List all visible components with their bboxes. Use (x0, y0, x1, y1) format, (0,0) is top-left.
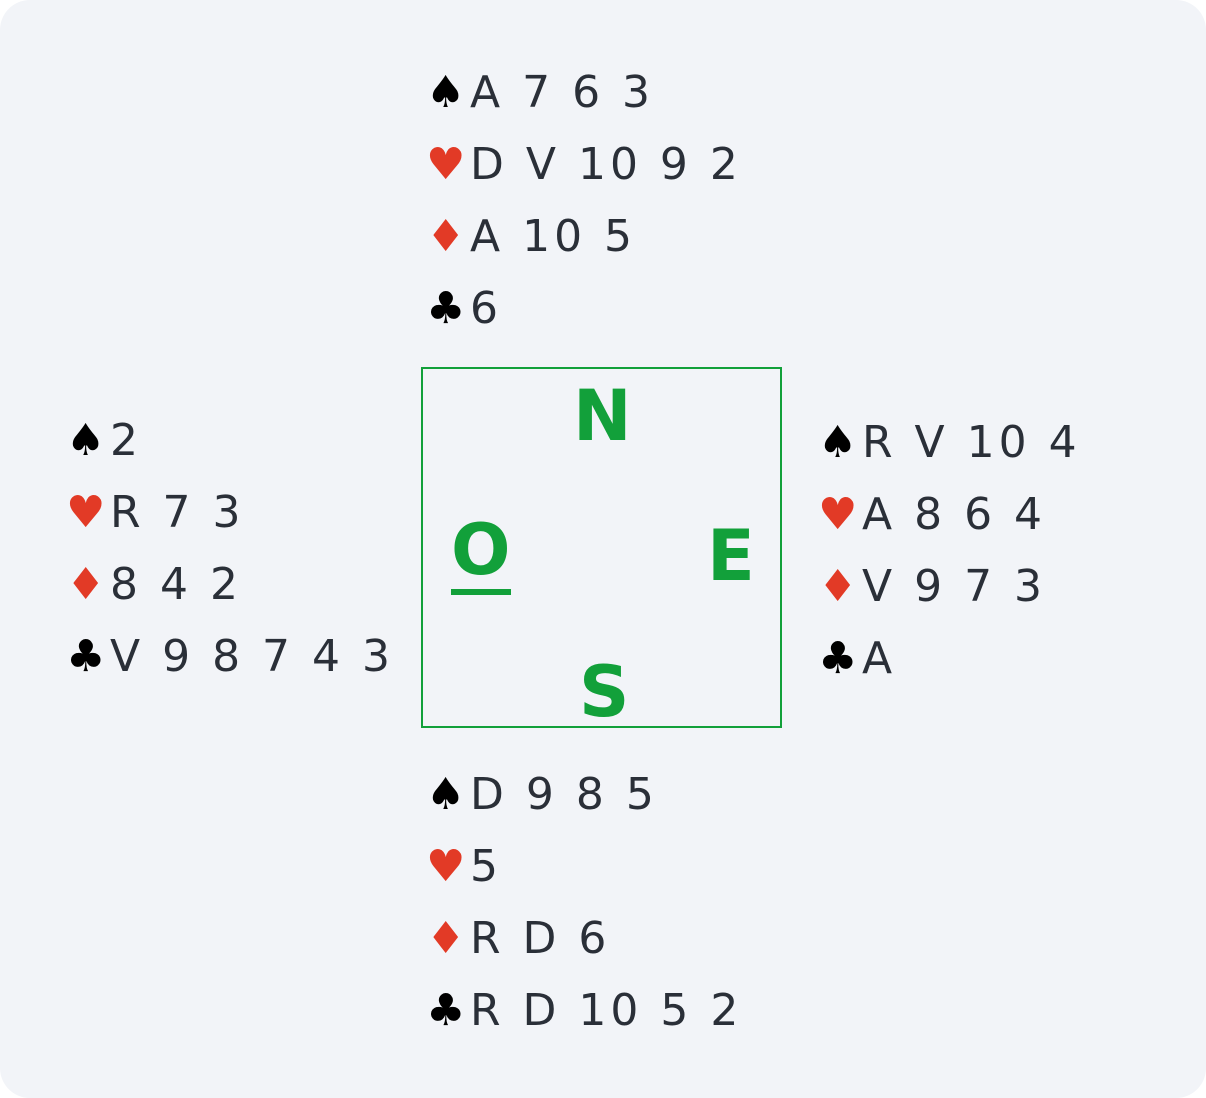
east-spades-cards: R V 10 4 (862, 416, 1081, 468)
club-icon: ♣ (426, 282, 466, 334)
east-clubs-row: ♣ A (818, 622, 1081, 694)
west-diamonds-cards: 8 4 2 (110, 558, 242, 610)
west-hand: ♠ 2 ♥ R 7 3 ♦ 8 4 2 ♣ V 9 8 7 4 3 (66, 404, 394, 692)
compass-box: N O E S (421, 367, 782, 728)
club-icon: ♣ (818, 632, 858, 684)
diamond-icon: ♦ (426, 210, 466, 262)
south-spades-row: ♠ D 9 8 5 (426, 758, 742, 830)
west-clubs-row: ♣ V 9 8 7 4 3 (66, 620, 394, 692)
diamond-icon: ♦ (426, 912, 466, 964)
south-clubs-row: ♣ R D 10 5 2 (426, 974, 742, 1046)
north-hearts-row: ♥ D V 10 9 2 (426, 128, 742, 200)
club-icon: ♣ (426, 984, 466, 1036)
diamond-icon: ♦ (818, 560, 858, 612)
spade-icon: ♠ (818, 416, 858, 468)
east-clubs-cards: A (862, 632, 897, 684)
east-diamonds-row: ♦ V 9 7 3 (818, 550, 1081, 622)
north-spades-cards: A 7 6 3 (470, 66, 655, 118)
heart-icon: ♥ (818, 488, 858, 540)
north-clubs-cards: 6 (470, 282, 502, 334)
west-spades-row: ♠ 2 (66, 404, 394, 476)
diamond-icon: ♦ (66, 558, 106, 610)
east-hand: ♠ R V 10 4 ♥ A 8 6 4 ♦ V 9 7 3 ♣ A (818, 406, 1081, 694)
spade-icon: ♠ (66, 414, 106, 466)
west-diamonds-row: ♦ 8 4 2 (66, 548, 394, 620)
east-spades-row: ♠ R V 10 4 (818, 406, 1081, 478)
north-diamonds-cards: A 10 5 (470, 210, 637, 262)
south-spades-cards: D 9 8 5 (470, 768, 658, 820)
north-hearts-cards: D V 10 9 2 (470, 138, 742, 190)
east-hearts-cards: A 8 6 4 (862, 488, 1047, 540)
spade-icon: ♠ (426, 768, 466, 820)
south-clubs-cards: R D 10 5 2 (470, 984, 743, 1036)
west-hearts-cards: R 7 3 (110, 486, 245, 538)
north-diamonds-row: ♦ A 10 5 (426, 200, 742, 272)
west-hearts-row: ♥ R 7 3 (66, 476, 394, 548)
east-diamonds-cards: V 9 7 3 (862, 560, 1047, 612)
south-hearts-row: ♥ 5 (426, 830, 742, 902)
compass-south: S (579, 651, 630, 733)
south-hearts-cards: 5 (470, 840, 502, 892)
spade-icon: ♠ (426, 66, 466, 118)
compass-west-highlighted: O (451, 515, 511, 595)
compass-north: N (573, 375, 632, 457)
north-hand: ♠ A 7 6 3 ♥ D V 10 9 2 ♦ A 10 5 ♣ 6 (426, 56, 742, 344)
south-hand: ♠ D 9 8 5 ♥ 5 ♦ R D 6 ♣ R D 10 5 2 (426, 758, 742, 1046)
west-clubs-cards: V 9 8 7 4 3 (110, 630, 395, 682)
north-spades-row: ♠ A 7 6 3 (426, 56, 742, 128)
compass-east: E (707, 515, 755, 597)
club-icon: ♣ (66, 630, 106, 682)
heart-icon: ♥ (426, 138, 466, 190)
heart-icon: ♥ (66, 486, 106, 538)
south-diamonds-cards: R D 6 (470, 912, 611, 964)
north-clubs-row: ♣ 6 (426, 272, 742, 344)
south-diamonds-row: ♦ R D 6 (426, 902, 742, 974)
west-spades-cards: 2 (110, 414, 142, 466)
heart-icon: ♥ (426, 840, 466, 892)
east-hearts-row: ♥ A 8 6 4 (818, 478, 1081, 550)
